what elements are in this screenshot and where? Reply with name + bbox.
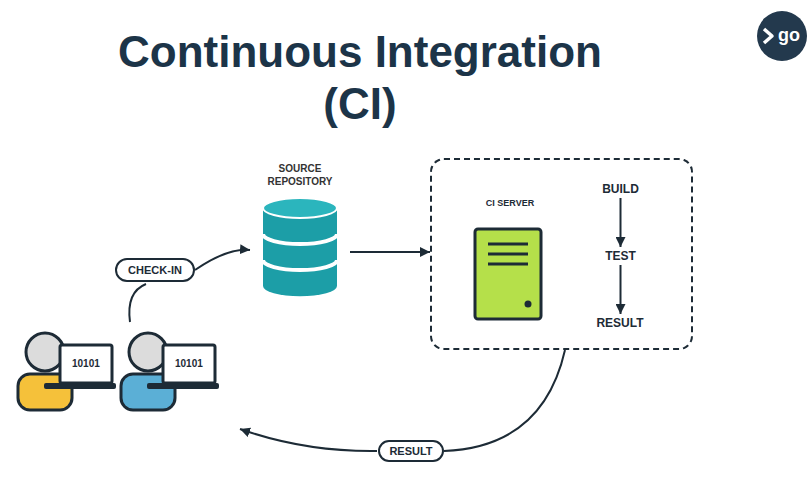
server-icon — [470, 224, 550, 324]
connector — [350, 251, 430, 253]
connector — [620, 265, 622, 314]
stage-label: RESULT — [593, 316, 647, 330]
connector — [195, 250, 250, 270]
database-icon — [250, 194, 350, 300]
code-bits: 10101 — [72, 359, 100, 369]
logo-arrow — [764, 29, 772, 43]
check-in-pill: CHECK-IN — [115, 258, 195, 282]
developer-figure — [18, 333, 116, 410]
repository-node: SOURCE REPOSITORY — [250, 162, 350, 300]
result-pill: RESULT — [378, 440, 444, 462]
stage-step: TEST — [602, 249, 639, 263]
stage-label: BUILD — [599, 182, 642, 196]
stage-step: RESULT — [593, 316, 647, 330]
logo-text: go — [778, 26, 800, 44]
title: Continuous Integration (CI) — [90, 26, 630, 130]
stage-label: TEST — [602, 249, 639, 263]
developer-figure — [121, 333, 219, 410]
stage-step: BUILD — [599, 182, 642, 196]
server-heading: CI SERVER — [450, 198, 570, 208]
connector — [620, 198, 622, 247]
pill-label: CHECK-IN — [128, 264, 182, 276]
pill-label: RESULT — [389, 445, 432, 457]
logo-circle — [757, 11, 807, 61]
code-bits: 10101 — [175, 359, 203, 369]
ci-server-region: CI SERVER BUILD TEST RESULT — [430, 158, 693, 350]
leader-line — [129, 284, 146, 322]
connector — [444, 350, 565, 451]
repository-heading: SOURCE REPOSITORY — [255, 162, 345, 188]
feedback-arrow — [240, 429, 377, 451]
